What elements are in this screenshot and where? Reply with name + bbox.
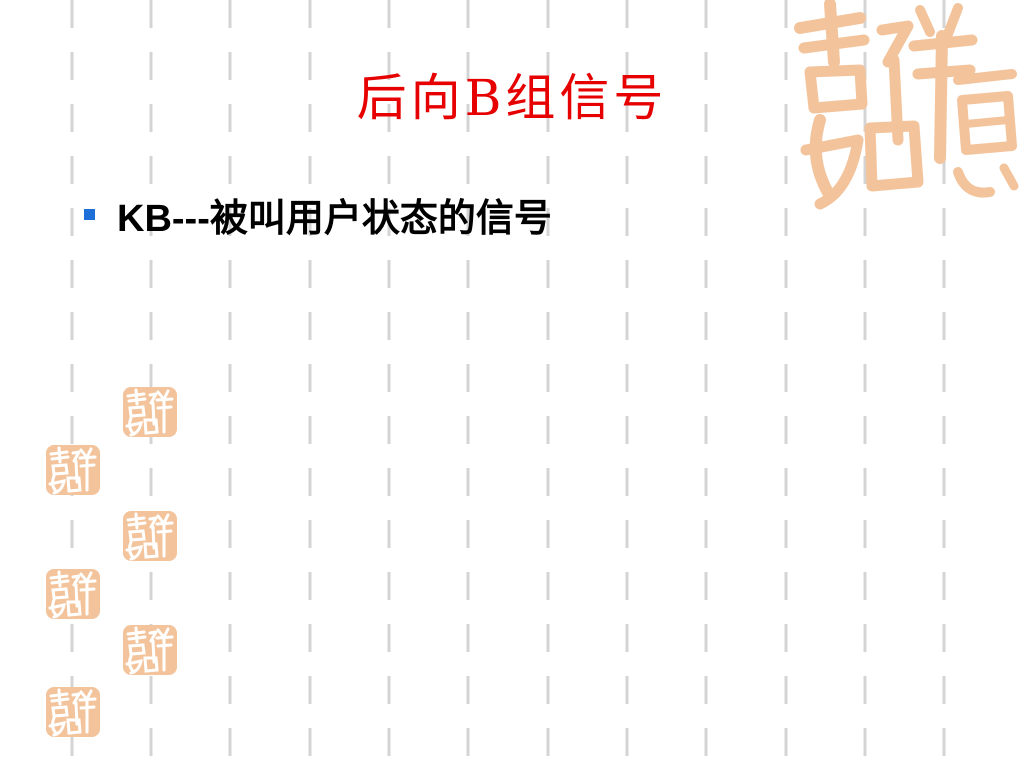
- seal-stamp-6: [46, 687, 100, 737]
- large-calligraphy-seal: [794, 0, 1019, 210]
- slide-title: 后向B组信号: [356, 69, 668, 127]
- square-bullet-icon: [84, 208, 95, 220]
- seal-stamp-4: [46, 569, 100, 619]
- bullet-text: KB---被叫用户状态的信号: [117, 197, 552, 240]
- seal-stamp-2: [46, 445, 100, 495]
- bullet-item: KB---被叫用户状态的信号: [84, 190, 552, 240]
- seal-stamp-5: [123, 625, 177, 675]
- seal-stamp-3: [123, 511, 177, 561]
- seal-stamp-1: [123, 387, 177, 437]
